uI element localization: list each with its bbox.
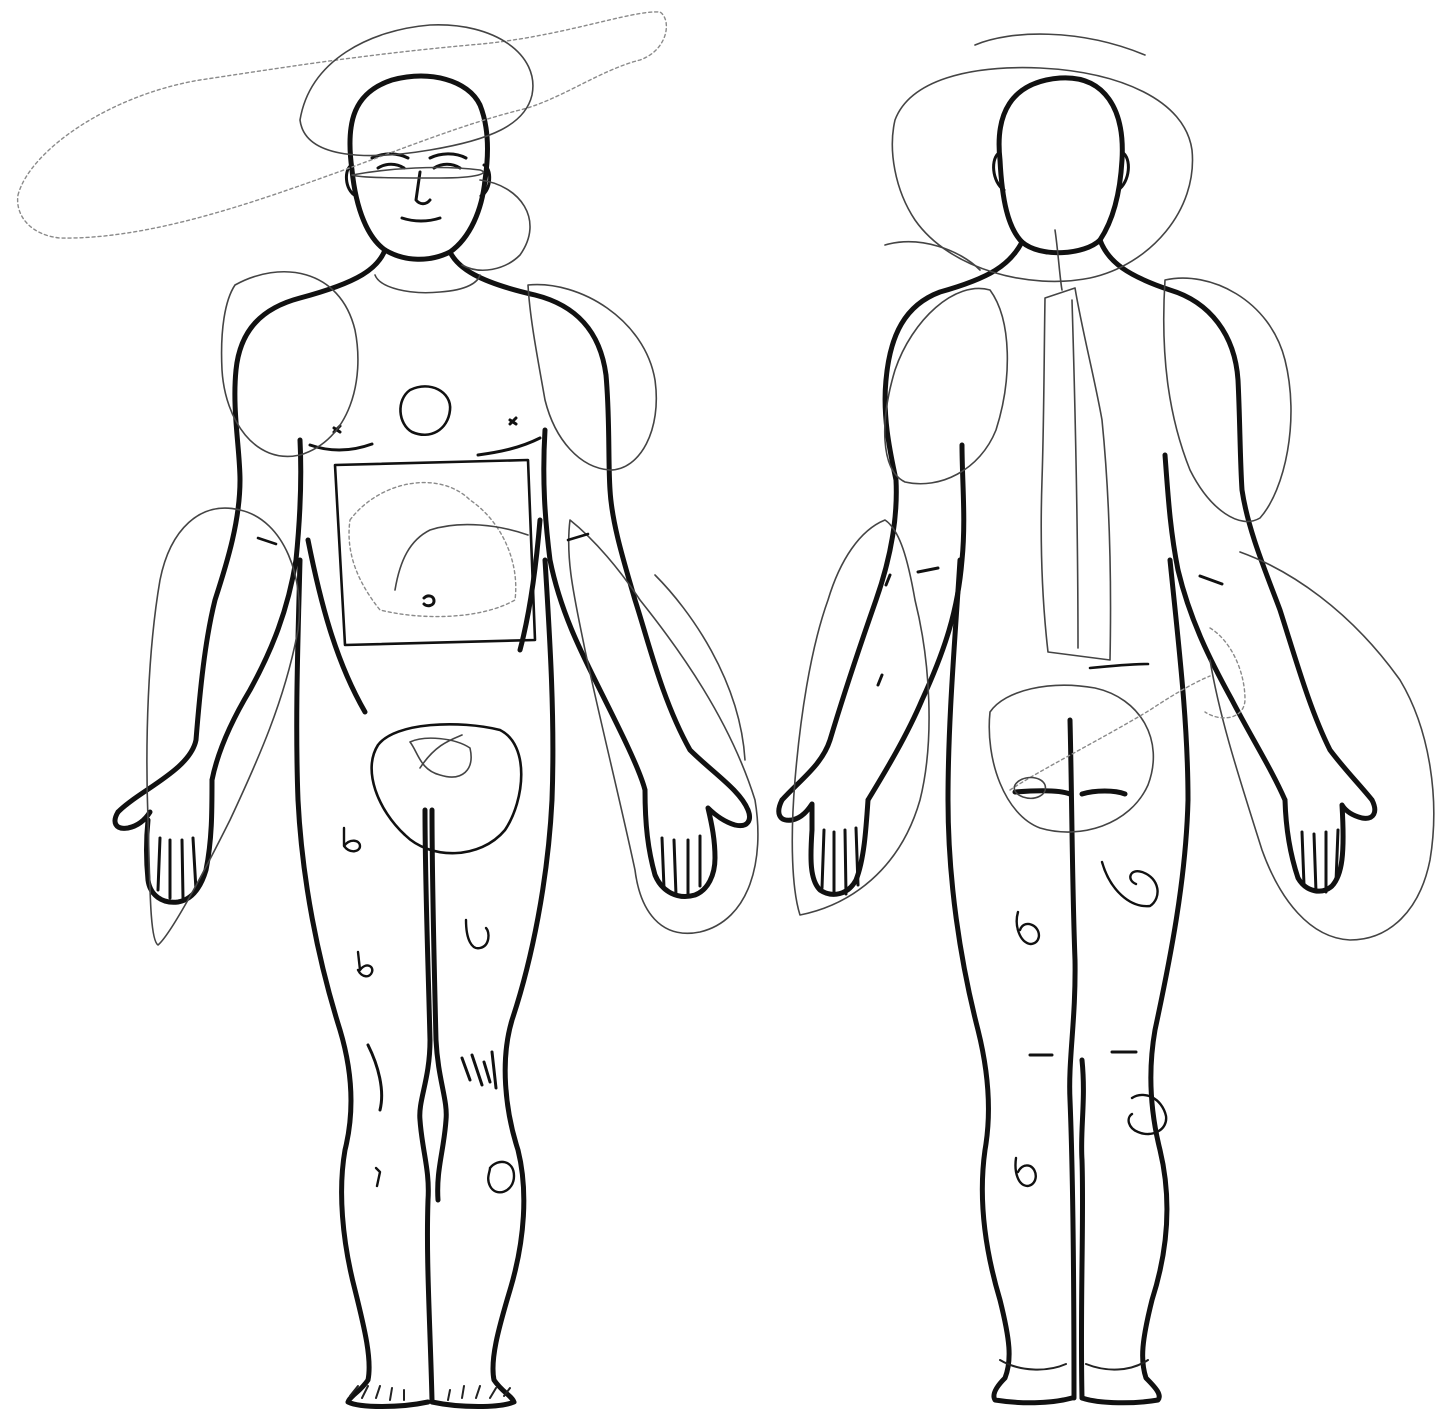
back-right-leg-outline	[1082, 560, 1188, 1403]
front-left-elbow-dash	[258, 538, 276, 544]
back-left-upper-mark	[886, 575, 890, 585]
back-right-arm-inner	[1165, 455, 1285, 800]
front-groin-inner-scribble	[410, 735, 471, 777]
front-inner-leg-line-right	[432, 810, 446, 1200]
front-right-forearm-pain	[655, 575, 745, 760]
back-head-top-arc	[975, 34, 1145, 55]
front-inner-leg-line	[420, 810, 432, 1400]
front-navel	[424, 596, 434, 606]
front-mark-o	[488, 1162, 514, 1192]
front-right-knee	[462, 1052, 496, 1088]
front-right-brow	[430, 154, 466, 158]
front-left-arm-inner	[212, 440, 301, 780]
front-right-hand	[645, 790, 749, 896]
front-left-groin-line	[308, 540, 365, 712]
back-right-arm-pain	[1210, 552, 1434, 940]
front-right-elbow-dash	[568, 534, 588, 540]
back-neck-left-arc	[885, 242, 980, 270]
back-view-figure	[779, 78, 1375, 1403]
front-right-nipple	[510, 418, 516, 424]
front-abdomen-pain-box	[335, 460, 535, 645]
front-mark-small	[376, 1168, 380, 1186]
back-left-thigh-mark	[1017, 912, 1039, 944]
back-right-calf-mark	[1129, 1095, 1167, 1134]
back-right-thigh-mark	[1102, 862, 1158, 906]
front-view-figure	[115, 76, 749, 1406]
back-head-outline	[999, 78, 1122, 253]
back-right-inner-arm-dashed	[1205, 628, 1245, 718]
back-left-elbow-dash	[918, 568, 938, 572]
back-small-circle	[1014, 778, 1045, 799]
back-left-calf-mark	[1016, 1158, 1036, 1186]
back-right-hand	[1285, 800, 1375, 891]
back-left-leg-outline	[948, 560, 1072, 1403]
back-right-heel	[1086, 1360, 1148, 1370]
front-left-knee	[368, 1045, 382, 1110]
front-mouth	[402, 218, 440, 221]
front-right-pectoral	[478, 438, 540, 455]
back-center-leg-line	[1070, 720, 1075, 1398]
front-left-fingers	[158, 838, 196, 898]
front-head-pain-circle	[300, 25, 533, 156]
front-mark-u	[466, 920, 488, 948]
front-left-leg-outline	[297, 560, 428, 1407]
front-head-pain-dashed	[18, 12, 667, 238]
front-torso-outline	[118, 250, 748, 812]
back-spine-center	[1072, 300, 1078, 648]
back-right-shoulder-pain	[1164, 278, 1291, 521]
front-mark-b-2	[358, 952, 372, 976]
front-nose	[416, 172, 430, 204]
front-abdomen-inner-line	[395, 525, 528, 590]
back-right-elbow-dash	[1200, 576, 1222, 584]
front-mark-b-1	[344, 828, 360, 851]
back-left-forearm-mark	[878, 675, 882, 685]
back-lower-back-line	[1090, 664, 1148, 668]
front-right-arm-inner	[544, 430, 645, 790]
front-neck-pain	[375, 275, 480, 293]
front-right-shoulder-pain	[528, 285, 656, 470]
front-left-eye	[378, 164, 404, 168]
front-right-fingers	[662, 836, 700, 896]
back-center-leg-line-2	[1081, 1060, 1083, 1398]
front-chest-pain-circle	[400, 386, 450, 434]
front-pain-markings	[18, 12, 758, 1192]
front-groin-pain-circle	[372, 724, 522, 853]
front-right-leg-outline	[432, 560, 553, 1407]
front-eye-band	[352, 168, 483, 178]
